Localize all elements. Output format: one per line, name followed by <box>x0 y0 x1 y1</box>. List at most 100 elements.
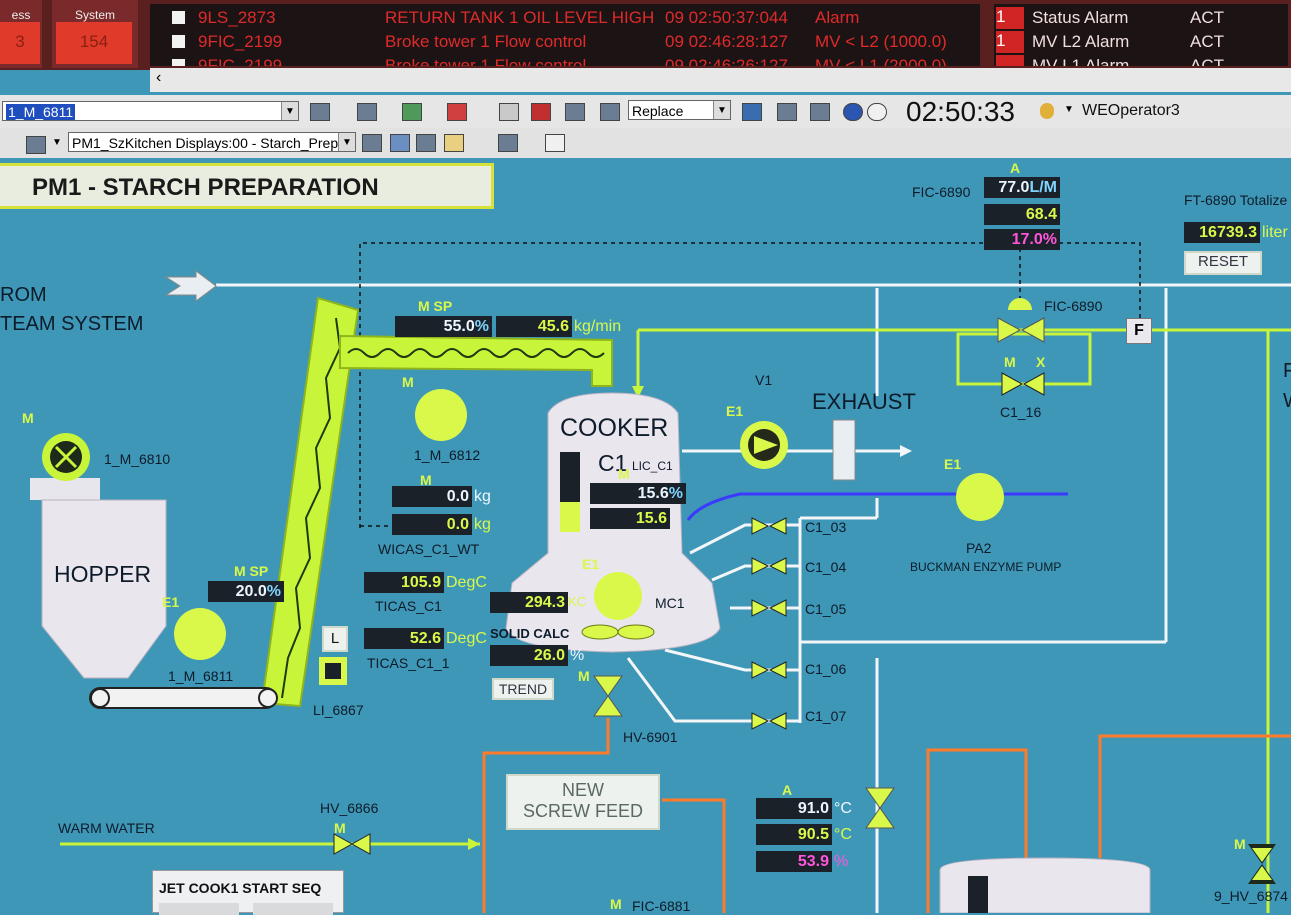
new-screw-feed-button[interactable]: NEW SCREW FEED <box>506 774 660 830</box>
help-icon[interactable] <box>843 103 863 121</box>
lic-c1-sp[interactable]: 15.6 <box>590 508 670 529</box>
report-icon[interactable] <box>565 103 585 121</box>
li-6867-indicator[interactable] <box>319 657 347 685</box>
inclined-screw-conveyor <box>260 296 360 708</box>
cooker-id-label: C1 <box>598 450 628 476</box>
alarm-status-name: Status Alarm <box>1032 8 1129 27</box>
outlet-output[interactable]: 53.9 <box>756 851 832 872</box>
pa2-tag: PA2 <box>966 540 992 556</box>
alarm-description: Broke tower 1 Flow control <box>385 56 587 66</box>
alarm-time: 09 02:50:37:044 <box>665 8 788 27</box>
scroll-left-icon[interactable]: ‹ <box>156 69 162 86</box>
alarm-icon[interactable] <box>531 103 551 121</box>
exhaust-stack <box>832 419 856 481</box>
print-icon[interactable] <box>777 103 797 121</box>
split-view-icon[interactable] <box>742 103 762 121</box>
alarm-ack-checkbox[interactable] <box>172 11 185 24</box>
trend-icon[interactable] <box>402 103 422 121</box>
jet-cook-start-button[interactable] <box>159 903 239 915</box>
alarm-tag: 9LS_2873 <box>198 8 276 27</box>
chevron-down-icon[interactable]: ▼ <box>1064 104 1074 115</box>
user-icon[interactable] <box>1040 103 1054 119</box>
ticas-c1-1-value[interactable]: 52.6 <box>364 628 444 649</box>
alarm-ack-checkbox[interactable] <box>172 35 185 48</box>
alarm-horizontal-scrollbar[interactable]: ‹ <box>150 68 1291 92</box>
alarm-status-state: ACT <box>1190 8 1224 27</box>
screw-speed-sp[interactable]: 55.0% <box>395 316 492 337</box>
close-display-icon[interactable] <box>810 103 830 121</box>
faceplate-icon[interactable] <box>310 103 330 121</box>
valve-c1-03 <box>751 517 787 535</box>
alarm-row[interactable]: 9FIC_2199 Broke tower 1 Flow control 09 … <box>150 31 980 53</box>
tag-select[interactable]: 1_M_6811 ▼ <box>2 101 299 121</box>
mode-mark-e1: E1 <box>944 456 962 472</box>
outlet-temp-2[interactable]: 90.5 <box>756 824 832 845</box>
chevron-down-icon[interactable]: ▼ <box>713 101 730 119</box>
wicas-value-1[interactable]: 0.0 <box>392 486 472 507</box>
outlet-temp-1[interactable]: 91.0 <box>756 798 832 819</box>
alarm-time: 09 02:46:28:127 <box>665 32 788 51</box>
valve-fic-6890 <box>997 298 1045 343</box>
alarm-status-row[interactable]: 1 MV L2 Alarm ACT <box>994 31 1288 53</box>
screw-feed-rate[interactable]: 45.6 <box>496 316 572 337</box>
fan-v1-label: V1 <box>755 372 773 388</box>
jet-cook-start-seq-panel[interactable]: JET COOK1 START SEQ <box>152 870 344 915</box>
fic-6890-output[interactable]: 17.0% <box>984 229 1060 250</box>
hv-6874-tag: 9_HV_6874 <box>1214 888 1288 904</box>
motor-6812-tag: 1_M_6812 <box>414 447 481 463</box>
window-icon[interactable] <box>600 103 620 121</box>
mode-mark-m: M <box>1234 836 1246 852</box>
ft-6890-total[interactable]: 16739.3 <box>1184 222 1260 243</box>
valve-9-hv-6874 <box>1248 844 1276 884</box>
open-display-icon[interactable] <box>362 134 382 152</box>
alarm-row[interactable]: 9LS_2873 RETURN TANK 1 OIL LEVEL HIGH 09… <box>150 7 980 29</box>
chevron-down-icon[interactable]: ▼ <box>52 137 62 148</box>
print-icon[interactable] <box>416 134 436 152</box>
flow-indicator-f[interactable]: F <box>1126 318 1152 344</box>
wicas-value-2[interactable]: 0.0 <box>392 514 472 535</box>
chevron-down-icon[interactable]: ▼ <box>338 133 355 151</box>
fic-6890-sp[interactable]: 68.4 <box>984 204 1060 225</box>
fic-6890-pv[interactable]: 77.0L/M <box>984 177 1060 198</box>
solid-calc-value-1[interactable]: 294.3 <box>490 592 568 613</box>
wicas-tag: WICAS_C1_WT <box>378 541 480 557</box>
system-alarm-summary[interactable]: System 154 <box>52 0 138 68</box>
alarm-status-row[interactable]: 1 Status Alarm ACT <box>994 7 1288 29</box>
jet-cook-start-seq-label: JET COOK1 START SEQ <box>159 880 322 896</box>
motor-1-m-6812 <box>415 389 467 441</box>
mode-mark-msp: M SP <box>418 298 453 314</box>
process-alarm-summary[interactable]: ess 3 <box>0 0 42 68</box>
mode-mark-e1: E1 <box>582 556 600 572</box>
level-l-button[interactable]: L <box>322 626 348 652</box>
operator-name[interactable]: WEOperator3 <box>1082 102 1180 119</box>
alarm-row[interactable]: 9FIC_2199 Broke tower 1 Flow control 09 … <box>150 55 980 66</box>
reset-button[interactable]: RESET <box>1184 251 1262 275</box>
info-icon[interactable] <box>867 103 887 121</box>
document-icon[interactable] <box>545 134 565 152</box>
valve-c1-04 <box>751 557 787 575</box>
chevron-down-icon[interactable]: ▼ <box>281 102 298 120</box>
mode-mark-m: M <box>618 466 630 482</box>
display-icon[interactable] <box>26 136 46 154</box>
faceplate-icon[interactable] <box>498 134 518 152</box>
search-icon[interactable] <box>499 103 519 121</box>
alarm-ack-checkbox[interactable] <box>172 59 185 66</box>
hopper-motor-sp[interactable]: 20.0% <box>208 581 284 602</box>
outlet-temp-unit-1: °C <box>834 800 852 817</box>
jet-cook-stop-button[interactable] <box>253 903 333 915</box>
ticas-c1-value[interactable]: 105.9 <box>364 572 444 593</box>
alarm-status-row[interactable]: MV L1 Alarm ACT <box>994 55 1288 66</box>
link-icon[interactable] <box>390 134 410 152</box>
solid-calc-value-2[interactable]: 26.0 <box>490 645 568 666</box>
group-icon[interactable] <box>447 103 467 121</box>
alarm-status-count: 1 <box>996 31 1024 53</box>
trend-button[interactable]: TREND <box>492 678 554 700</box>
detail-icon[interactable] <box>357 103 377 121</box>
mode-mark-a: A <box>782 782 793 798</box>
display-path-select[interactable]: PM1_SzKitchen Displays:00 - Starch_Prep … <box>68 132 356 152</box>
function-icon[interactable] <box>444 134 464 152</box>
lic-c1-pv[interactable]: 15.6% <box>590 483 686 504</box>
mc1-tag: MC1 <box>655 595 685 611</box>
display-mode-select[interactable]: Replace ▼ <box>628 100 731 120</box>
cooker-level-fill <box>560 502 580 532</box>
